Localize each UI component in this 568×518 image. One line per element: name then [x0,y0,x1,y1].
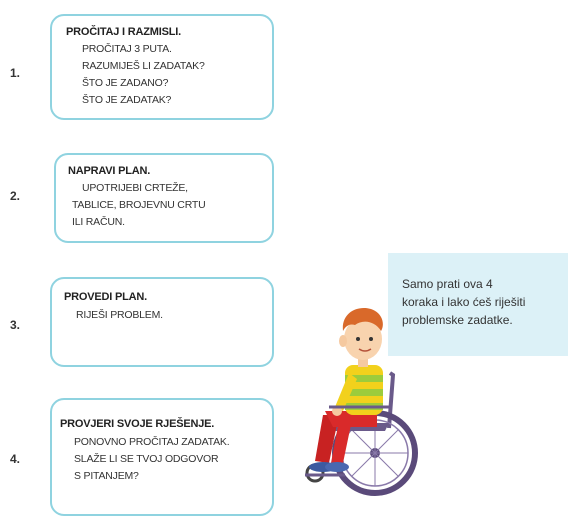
speech-line: Samo prati ova 4 [402,277,493,291]
step-1-title: PROČITAJ I RAZMISLI. [66,26,181,38]
boy-ear [339,335,347,347]
step-3-number: 3. [10,318,21,332]
step-2-title: NAPRAVI PLAN. [68,165,151,177]
boy-face [344,318,382,360]
speech-line: koraka i lako ćeš riješiti [402,295,526,309]
step-2-line: UPOTRIJEBI CRTEŽE, [82,182,188,194]
boy-neck [358,355,368,367]
step-2-line: ILI RAČUN. [72,216,125,228]
speech-line: problemske zadatke. [402,313,513,327]
boy-mouth [358,348,372,352]
wheelchair-frame [387,371,396,429]
step-3-title: PROVEDI PLAN. [64,291,147,303]
step-4-number: 4. [10,452,21,466]
step-4-title: PROVJERI SVOJE RJEŠENJE. [60,418,215,430]
boy-in-wheelchair-illustration [305,307,418,496]
step-4-card: PROVJERI SVOJE RJEŠENJE. PONOVNO PROČITA… [50,398,274,516]
step-2-line: TABLICE, BROJEVNU CRTU [72,199,206,211]
step-1-number: 1. [10,66,21,80]
boy-eye [356,337,360,341]
step-2-card: NAPRAVI PLAN. UPOTRIJEBI CRTEŽE, TABLICE… [54,153,274,243]
boy-shoe [325,462,349,472]
step-1-line: ŠTO JE ZADATAK? [82,94,172,106]
step-1-line: ŠTO JE ZADANO? [82,77,169,89]
step-2-number: 2. [10,189,21,203]
boy-hair [342,307,383,331]
step-3-line: RIJEŠI PROBLEM. [76,309,163,321]
speech-bubble: Samo prati ova 4 koraka i lako ćeš riješ… [388,253,568,356]
boy-arm [335,373,357,411]
step-1-card: PROČITAJ I RAZMISLI. PROČITAJ 3 PUTA. RA… [50,14,274,120]
step-4-line: PONOVNO PROČITAJ ZADATAK. [74,436,230,448]
step-4-line: S PITANJEM? [74,470,139,482]
step-4-line: SLAŽE LI SE TVOJ ODGOVOR [74,453,219,465]
step-3-card: PROVEDI PLAN. RIJEŠI PROBLEM. [50,277,274,367]
boy-eye [369,337,373,341]
step-1-line: RAZUMIJEŠ LI ZADATAK? [82,60,205,72]
step-1-line: PROČITAJ 3 PUTA. [82,43,172,55]
